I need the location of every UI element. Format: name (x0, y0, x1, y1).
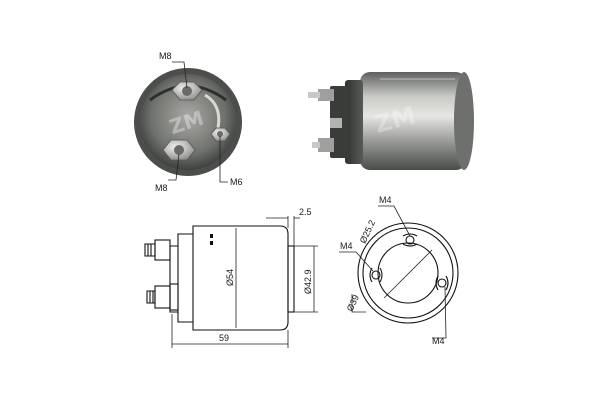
flange-outer-circle (357, 222, 459, 324)
drawing-lower-nut (154, 285, 171, 309)
drawing-upper-thread (144, 243, 156, 257)
body-end-face (454, 72, 474, 170)
terminal-cap (345, 80, 363, 164)
end-cap-face (140, 74, 236, 170)
right-hole-leader (432, 286, 447, 339)
drawing-body-outline (192, 225, 289, 331)
length-label: 59 (219, 333, 229, 343)
drawing-upper-nut (154, 239, 171, 261)
top-stud-label: M8 (159, 51, 172, 61)
mount-slot-top (402, 233, 418, 247)
gap-label: 2.5 (299, 207, 312, 217)
upper-stud-nut (318, 89, 334, 101)
rivet-mark (210, 234, 213, 238)
left-hole-label: M4 (340, 241, 353, 251)
flange-inner-rim (362, 227, 454, 319)
left-hole-leader (339, 251, 374, 272)
small-stud-label: M6 (230, 177, 243, 187)
terminal-strap (204, 93, 221, 129)
mount-slot-right (435, 275, 449, 291)
bottom-m8-stud-icon (174, 145, 184, 155)
top-hole-label: M4 (379, 195, 392, 205)
m6-stud-icon (217, 131, 223, 137)
bottom-m8-leader (168, 153, 180, 181)
bore-diameter-dim-line (383, 249, 433, 299)
flange-diameter-label: Ø42.9 (303, 269, 313, 294)
solenoid-side-view-photo: ZM (308, 72, 474, 170)
m6-leader (219, 136, 228, 183)
mount-hole-left (371, 270, 381, 280)
mount-hole-right (437, 278, 447, 288)
body-diameter-label: Ø54 (225, 269, 235, 286)
side-dimension-drawing: 2.5 Ø54 Ø42.9 59 (144, 207, 318, 348)
flange-bore-circle (377, 242, 439, 304)
flange-dimension-drawing: Ø25.2 M4 M4 M4 Ø39 (339, 195, 459, 346)
lower-stud-thread (312, 142, 320, 148)
drawing-lower-washer (169, 283, 179, 311)
solenoid-body (360, 72, 466, 170)
drawing-cap-outline (177, 233, 193, 323)
drawing-lower-thread (146, 290, 156, 304)
lower-stud-nut (318, 138, 334, 152)
bottom-stud-label: M8 (155, 183, 168, 193)
rivet-mark (210, 241, 213, 245)
right-hole-label: M4 (432, 336, 445, 346)
bolt-circle-label: Ø25.2 (358, 218, 377, 244)
bore-label: Ø39 (345, 293, 361, 313)
top-m8-leader (172, 61, 188, 89)
bore-leader (351, 294, 366, 313)
upper-stud-thread (308, 92, 320, 98)
solenoid-end-view-photo: ZM M8 M8 M6 (134, 51, 243, 193)
small-stud-nut (330, 118, 342, 128)
top-hole-leader (378, 205, 411, 237)
top-m8-stud-icon (182, 86, 192, 96)
drawing-cap-step (169, 245, 178, 313)
drawing-flange-outline (287, 245, 295, 313)
